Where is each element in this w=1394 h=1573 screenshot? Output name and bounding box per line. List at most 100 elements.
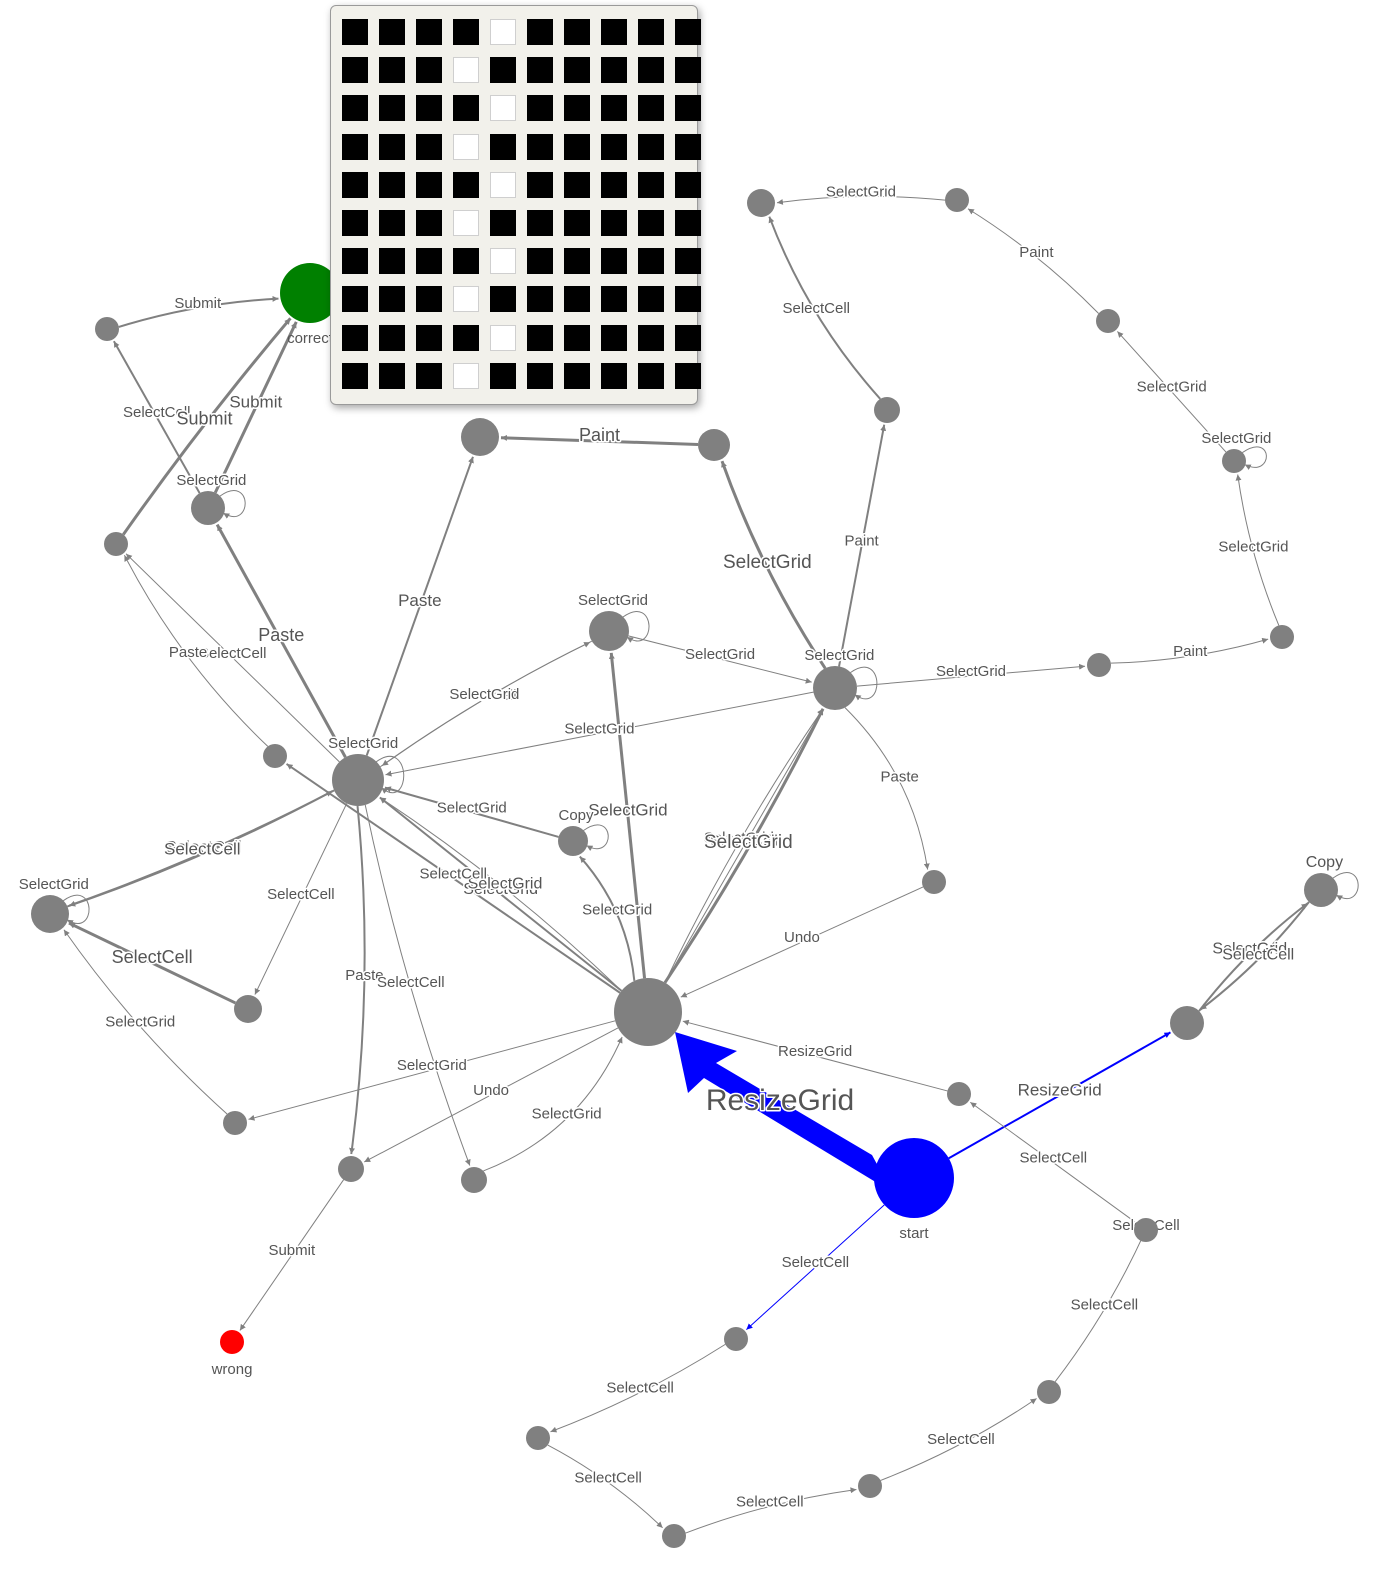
state-node[interactable] <box>332 754 384 806</box>
edge-paste <box>123 554 269 747</box>
state-node[interactable] <box>858 1474 882 1498</box>
state-node[interactable] <box>461 418 499 456</box>
state-node[interactable] <box>813 666 857 710</box>
edge-path <box>746 1204 885 1330</box>
state-node[interactable] <box>461 1167 487 1193</box>
edge-paste <box>349 805 366 1155</box>
edge-selectgrid <box>664 708 824 983</box>
edge-path <box>365 456 474 756</box>
wrong-node[interactable] <box>220 1330 244 1354</box>
edge-path <box>364 804 471 1166</box>
state-node[interactable] <box>724 1327 748 1351</box>
grid-cell <box>527 171 553 198</box>
edge-label: Submit <box>176 409 232 429</box>
grid-cell <box>490 19 516 45</box>
edge-selectgrid <box>628 635 812 684</box>
correct-node[interactable] <box>280 263 340 323</box>
state-node[interactable] <box>1134 1218 1158 1242</box>
grid-cell <box>416 248 442 275</box>
edge-path <box>664 708 824 983</box>
edge-label: Paint <box>1019 244 1054 261</box>
edge-undo <box>680 886 924 998</box>
edge-path <box>838 424 887 667</box>
state-node[interactable] <box>1270 625 1294 649</box>
state-node[interactable] <box>558 826 588 856</box>
state-node[interactable] <box>1304 873 1338 907</box>
edge-path <box>379 796 623 992</box>
state-node[interactable] <box>945 188 969 212</box>
grid-cell <box>601 133 627 160</box>
edge-selectgrid <box>219 490 246 519</box>
state-node[interactable] <box>234 995 262 1023</box>
state-node[interactable] <box>1096 309 1120 333</box>
state-node[interactable] <box>614 978 682 1046</box>
state-node[interactable] <box>947 1082 971 1106</box>
state-node[interactable] <box>31 895 69 933</box>
edge-selectcell <box>768 216 881 400</box>
grid-cell <box>342 209 368 236</box>
edge-label: Submit <box>268 1242 316 1259</box>
edge-label: Submit <box>174 295 222 312</box>
start-node[interactable] <box>874 1138 954 1218</box>
edge-selectgrid <box>776 195 946 205</box>
grid-cell <box>342 171 368 198</box>
state-node[interactable] <box>223 1111 247 1135</box>
grid-cell <box>527 133 553 160</box>
edge-path <box>844 707 930 870</box>
edge-label: SelectCell <box>123 404 191 421</box>
edge-path <box>385 691 814 777</box>
state-node[interactable] <box>263 744 287 768</box>
edge-path <box>664 708 824 983</box>
grid-cell <box>342 286 368 313</box>
grid-cell <box>342 362 368 389</box>
grid-cell <box>601 19 627 45</box>
grid-cell <box>453 57 479 84</box>
edge-path <box>254 803 348 995</box>
grid-cell <box>601 324 627 351</box>
grid-cell <box>675 248 701 275</box>
edge-label: SelectGrid <box>588 801 667 820</box>
grid-cell <box>527 95 553 122</box>
grid-cell <box>527 248 553 275</box>
state-node[interactable] <box>1087 653 1111 677</box>
edge-path <box>685 1487 857 1534</box>
state-node[interactable] <box>662 1524 686 1548</box>
state-node[interactable] <box>698 429 730 461</box>
edge-label: SelectGrid <box>1137 379 1207 396</box>
edge-selectcell <box>125 553 340 763</box>
edge-selectcell <box>113 340 201 494</box>
state-node[interactable] <box>747 189 775 217</box>
grid-cell <box>342 95 368 122</box>
state-node[interactable] <box>589 611 629 651</box>
edge-path <box>381 640 593 767</box>
edge-path <box>213 321 298 494</box>
edge-path <box>122 317 292 536</box>
state-node[interactable] <box>1037 1380 1061 1404</box>
state-node[interactable] <box>526 1426 550 1450</box>
state-node[interactable] <box>874 397 900 423</box>
edge-path <box>384 786 559 838</box>
state-node[interactable] <box>191 491 225 525</box>
state-node[interactable] <box>104 532 128 556</box>
edge-label: SelectGrid <box>723 552 812 573</box>
state-node[interactable] <box>1170 1006 1204 1040</box>
edge-label: SelectGrid <box>1218 538 1288 555</box>
edge-label: Undo <box>784 929 820 946</box>
state-node[interactable] <box>922 870 946 894</box>
edge-label: SelectCell <box>736 1493 804 1510</box>
correct-node-label: correct <box>287 330 334 347</box>
state-node[interactable] <box>338 1156 364 1182</box>
edge-paste <box>365 456 474 756</box>
grid-cell <box>675 133 701 160</box>
edge-label: SelectGrid <box>105 1014 175 1031</box>
edge-path <box>1198 902 1309 1012</box>
edge-path <box>215 523 347 758</box>
edge-selectcell <box>67 790 333 908</box>
edge-label: ResizeGrid <box>706 1084 854 1117</box>
state-node[interactable] <box>1222 449 1246 473</box>
edge-selectgrid <box>1235 474 1280 626</box>
edge-path <box>113 340 201 494</box>
edge-selectgrid <box>385 691 814 777</box>
state-node[interactable] <box>95 317 119 341</box>
